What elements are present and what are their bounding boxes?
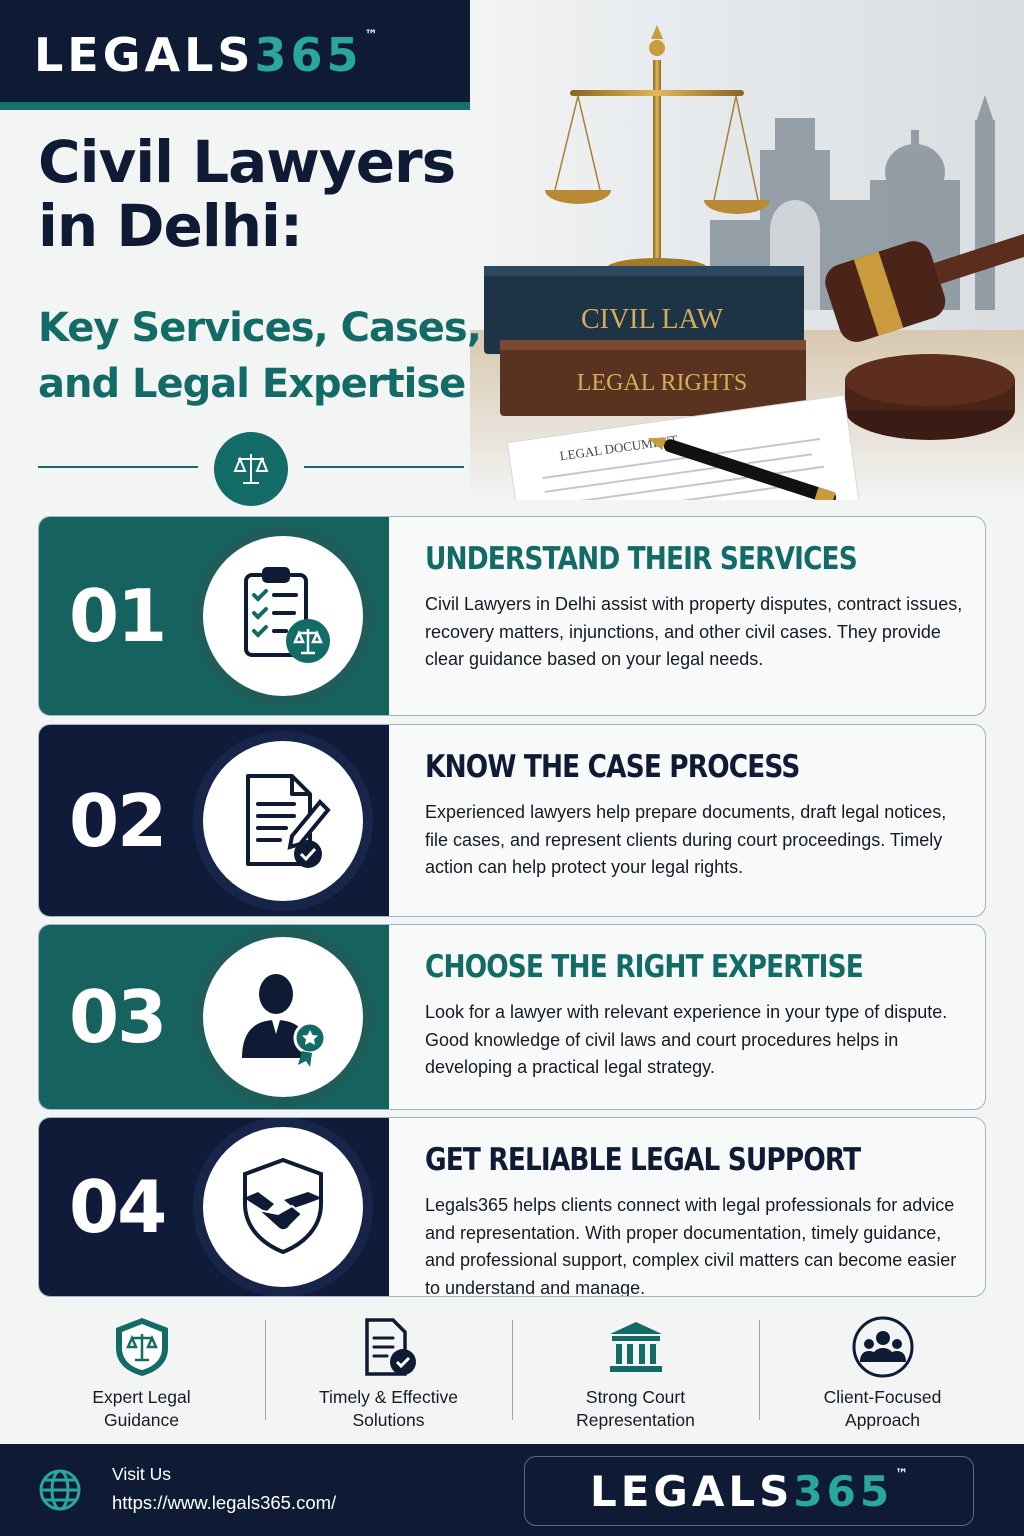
step-text: Experienced lawyers help prepare documen… (425, 802, 947, 877)
step-card-3: 03 CHOOSE THE RIGHT EXPERTISE Look for a… (38, 924, 986, 1110)
step-text: Look for a lawyer with relevant experien… (425, 1002, 948, 1077)
step-number: 04 (69, 1165, 167, 1249)
checklist-scales-icon (203, 536, 363, 696)
logo-trademark: ™ (364, 28, 378, 43)
website-link[interactable]: https://www.legals365.com/ (112, 1492, 337, 1513)
step-heading: UNDERSTAND THEIR SERVICES (425, 541, 858, 577)
step-card-2: 02 KNOW THE CASE PROCESS Experienced law… (38, 724, 986, 917)
document-check-icon (356, 1316, 422, 1378)
courthouse-icon (603, 1316, 669, 1378)
step-heading: GET RELIABLE LEGAL SUPPORT (425, 1142, 861, 1178)
step-side-panel: 02 (39, 725, 389, 916)
visit-label: Visit Us (112, 1464, 171, 1484)
handshake-shield-icon (203, 1127, 363, 1287)
book-title-top: CIVIL LAW (581, 304, 724, 335)
step-card-1: 01 UNDERSTAND THEIR SERV (38, 516, 986, 716)
footer: Visit Us https://www.legals365.com/ LEGA… (0, 1444, 1024, 1536)
logo-part2: 365 (254, 28, 363, 82)
title-line-1: Civil Lawyers (38, 128, 456, 196)
step-side-panel: 03 (39, 925, 389, 1109)
book-title-bottom: LEGAL RIGHTS (577, 370, 747, 396)
lawyer-badge-icon (203, 937, 363, 1097)
step-number: 03 (69, 975, 167, 1059)
step-text: Civil Lawyers in Delhi assist with prope… (425, 594, 963, 669)
globe-icon (38, 1468, 82, 1512)
step-number: 01 (69, 574, 167, 658)
subtitle-line-2: and Legal Expertise (38, 361, 466, 407)
subtitle: Key Services, Cases, and Legal Expertise (38, 300, 482, 412)
people-group-icon (850, 1316, 916, 1378)
main-title: Civil Lawyers in Delhi: (38, 128, 456, 260)
logo-part1: LEGALS (34, 28, 255, 82)
step-card-4: 04 GET RELIABLE LEGAL SUPPORT Legals365 … (38, 1117, 986, 1297)
scales-emblem-icon (214, 432, 288, 506)
title-line-2: in Delhi: (38, 192, 303, 260)
step-number: 02 (69, 778, 167, 863)
document-pen-icon (203, 740, 363, 901)
step-text: Legals365 helps clients connect with leg… (425, 1195, 957, 1297)
step-side-panel: 01 (39, 517, 389, 715)
step-heading: KNOW THE CASE PROCESS (425, 749, 800, 785)
divider-right (304, 466, 464, 468)
hero-illustration: CIVIL LAW LEGAL RIGHTS LEGAL DOCUMENT (470, 0, 1024, 500)
step-heading: CHOOSE THE RIGHT EXPERTISE (425, 949, 864, 985)
subtitle-line-1: Key Services, Cases, (38, 305, 482, 351)
step-side-panel: 04 (39, 1118, 389, 1296)
shield-scales-icon (109, 1316, 175, 1378)
divider-left (38, 466, 198, 468)
